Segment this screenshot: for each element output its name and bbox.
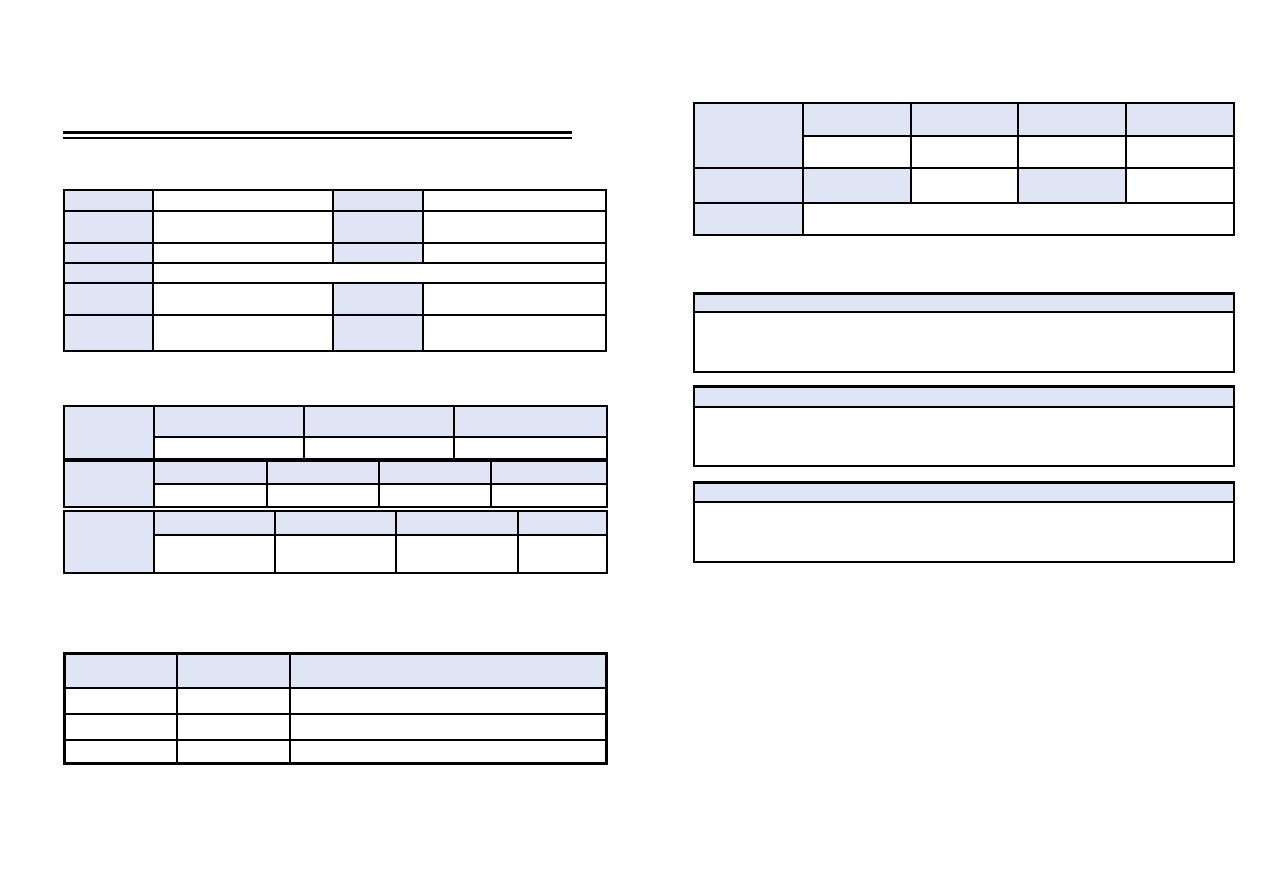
- matrix-group-2-input-cell[interactable]: [378, 483, 492, 508]
- matrix-group-2-input-cell[interactable]: [153, 483, 268, 508]
- list-table-input-cell[interactable]: [63, 712, 178, 741]
- section-box-3: [693, 481, 1235, 563]
- details-grid-input-cell[interactable]: [152, 189, 334, 212]
- list-table-input-cell[interactable]: [175, 712, 291, 741]
- details-grid-label-cell: [332, 242, 424, 264]
- list-table-input-cell[interactable]: [63, 686, 178, 715]
- schedule-grid-header-cell: [910, 102, 1019, 137]
- schedule-grid: [693, 102, 1235, 236]
- matrix-group-3: [63, 510, 608, 574]
- title-underline-rule: [63, 131, 572, 139]
- matrix-group-3-header-cell: [517, 510, 608, 536]
- details-grid-label-cell: [332, 314, 424, 352]
- section-box-1-input-cell[interactable]: [693, 310, 1235, 373]
- matrix-group-1-input-cell[interactable]: [153, 436, 305, 460]
- schedule-grid-header-cell: [1017, 167, 1127, 204]
- details-grid-input-cell[interactable]: [422, 314, 607, 352]
- section-box-2-header-cell: [693, 385, 1235, 408]
- schedule-grid-label-cell: [693, 167, 804, 204]
- list-table-header-cell: [63, 652, 178, 689]
- matrix-group-2-label-cell: [63, 460, 155, 508]
- list-table-input-cell[interactable]: [288, 686, 608, 715]
- matrix-group-3-input-cell[interactable]: [517, 534, 608, 574]
- details-grid-input-cell[interactable]: [422, 189, 607, 212]
- section-box-1-header-cell: [693, 292, 1235, 313]
- matrix-group-1-label-cell: [63, 405, 155, 460]
- list-table-header-cell: [175, 652, 291, 689]
- matrix-group-3-header-cell: [274, 510, 397, 536]
- section-box-2-input-cell[interactable]: [693, 405, 1235, 467]
- details-grid: [63, 189, 607, 352]
- schedule-grid-input-cell[interactable]: [910, 167, 1019, 204]
- schedule-grid-input-cell[interactable]: [910, 135, 1019, 169]
- section-box-3-input-cell[interactable]: [693, 500, 1235, 563]
- details-grid-input-cell[interactable]: [422, 242, 607, 264]
- schedule-grid-input-cell[interactable]: [1125, 167, 1235, 204]
- matrix-group-3-input-cell[interactable]: [274, 534, 397, 574]
- details-grid-label-cell: [63, 189, 154, 212]
- details-grid-input-cell[interactable]: [152, 282, 334, 316]
- matrix-group-3-input-cell[interactable]: [153, 534, 276, 574]
- matrix-group-2-header-cell: [266, 460, 380, 485]
- details-grid-label-cell: [63, 242, 154, 264]
- schedule-grid-label-cell: [693, 202, 804, 236]
- matrix-group-1-header-cell: [453, 405, 608, 438]
- matrix-group-3-header-cell: [395, 510, 519, 536]
- matrix-group-1-input-cell[interactable]: [303, 436, 455, 460]
- matrix-group-1-input-cell[interactable]: [453, 436, 608, 460]
- details-grid-label-cell: [332, 210, 424, 244]
- details-grid-label-cell: [332, 282, 424, 316]
- list-table-header-cell: [288, 652, 608, 689]
- details-grid-label-cell: [63, 210, 154, 244]
- list-table: [63, 652, 608, 765]
- details-grid-input-cell[interactable]: [152, 262, 607, 284]
- matrix-group-1-header-cell: [303, 405, 455, 438]
- details-grid-input-cell[interactable]: [152, 242, 334, 264]
- details-grid-input-cell[interactable]: [152, 210, 334, 244]
- schedule-grid-input-cell[interactable]: [1017, 135, 1127, 169]
- matrix-group-1-header-cell: [153, 405, 305, 438]
- section-box-3-header-cell: [693, 481, 1235, 503]
- list-table-input-cell[interactable]: [288, 712, 608, 741]
- matrix-group-2-header-cell: [153, 460, 268, 485]
- schedule-grid-header-cell: [802, 167, 912, 204]
- schedule-grid-header-cell: [1017, 102, 1127, 137]
- details-grid-label-cell: [63, 282, 154, 316]
- schedule-grid-label-cell: [693, 102, 804, 169]
- details-grid-input-cell[interactable]: [422, 210, 607, 244]
- details-grid-input-cell[interactable]: [152, 314, 334, 352]
- list-table-input-cell[interactable]: [288, 738, 608, 765]
- schedule-grid-input-cell[interactable]: [802, 135, 912, 169]
- details-grid-input-cell[interactable]: [422, 282, 607, 316]
- schedule-grid-input-cell[interactable]: [1125, 135, 1235, 169]
- matrix-group-2: [63, 460, 608, 508]
- list-table-input-cell[interactable]: [175, 738, 291, 765]
- matrix-group-2-header-cell: [378, 460, 492, 485]
- schedule-grid-header-cell: [802, 102, 912, 137]
- details-grid-label-cell: [63, 314, 154, 352]
- section-box-2: [693, 385, 1235, 467]
- details-grid-label-cell: [63, 262, 154, 284]
- section-box-1: [693, 292, 1235, 373]
- matrix-group-3-input-cell[interactable]: [395, 534, 519, 574]
- matrix-group-1: [63, 405, 608, 460]
- matrix-group-2-header-cell: [490, 460, 608, 485]
- list-table-input-cell[interactable]: [175, 686, 291, 715]
- schedule-grid-input-cell[interactable]: [802, 202, 1235, 236]
- matrix-group-2-input-cell[interactable]: [266, 483, 380, 508]
- matrix-group-3-header-cell: [153, 510, 276, 536]
- matrix-group-2-input-cell[interactable]: [490, 483, 608, 508]
- details-grid-label-cell: [332, 189, 424, 212]
- matrix-group-3-label-cell: [63, 510, 155, 574]
- schedule-grid-header-cell: [1125, 102, 1235, 137]
- list-table-input-cell[interactable]: [63, 738, 178, 765]
